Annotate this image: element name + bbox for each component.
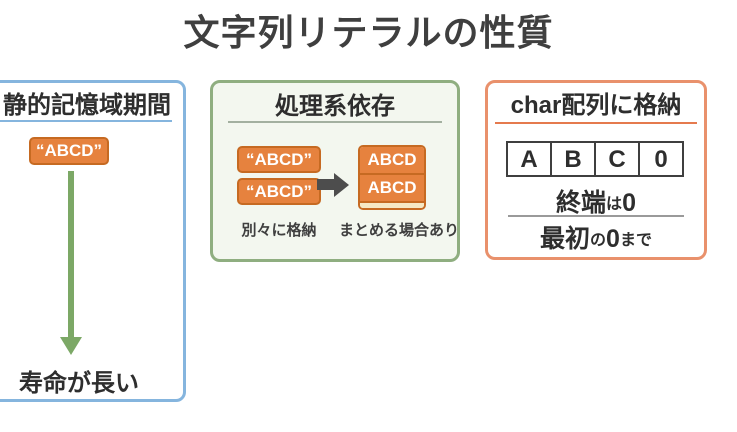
first-zero-note-suffix: まで (619, 232, 652, 249)
first-zero-note-kanji: 最初 (540, 225, 591, 253)
terminator-note-kanji: 終端 (556, 189, 607, 217)
char-cell: A (506, 141, 552, 177)
down-arrow-icon (68, 171, 74, 337)
note-divider (508, 215, 684, 217)
first-zero-note-zero: 0 (606, 225, 620, 253)
panel-static-storage: 静的記憶域期間 “ABCD” 寿命が長い (0, 80, 186, 402)
page-title: 文字列リテラルの性質 (183, 12, 554, 53)
char-cell: 0 (638, 141, 684, 177)
label-stored-separately: 別々に格納 (241, 222, 317, 239)
lifetime-caption: 寿命が長い (19, 370, 139, 397)
down-arrow-head-icon (60, 337, 82, 355)
string-literal-box: “ABCD” (29, 137, 109, 165)
panel-impl-title: 処理系依存 (275, 93, 395, 120)
terminator-note-zero: 0 (622, 189, 636, 217)
char-array-row: A B C 0 (506, 141, 684, 177)
right-arrow-head-icon (334, 173, 349, 197)
label-may-merge: まとめる場合あり (339, 222, 460, 239)
header-underline (495, 122, 697, 124)
first-zero-note: 最初の0まで (488, 219, 704, 255)
header-underline (0, 120, 172, 122)
string-literal-box-2: “ABCD” (237, 178, 321, 205)
string-literal-box-1: “ABCD” (237, 146, 321, 173)
terminator-strip (360, 203, 424, 208)
right-arrow-icon (317, 179, 334, 190)
terminator-note: 終端は0 (488, 183, 704, 219)
panel-char-array: char配列に格納 A B C 0 終端は0 最初の0まで (485, 80, 707, 260)
panel-implementation-dependent: 処理系依存 “ABCD” “ABCD” ABCD ABCD 別々に格納 まとめる… (210, 80, 460, 262)
merged-literal-row: ABCD (360, 147, 424, 175)
panel-static-title: 静的記憶域期間 (3, 92, 171, 119)
merged-literal-stack: ABCD ABCD (358, 145, 426, 210)
header-underline (228, 121, 442, 123)
first-zero-note-particle: の (590, 232, 607, 249)
char-cell: B (550, 141, 596, 177)
char-cell: C (594, 141, 640, 177)
merged-literal-row: ABCD (360, 175, 424, 203)
panel-char-title: char配列に格納 (510, 92, 682, 119)
terminator-note-particle: は (606, 196, 623, 213)
